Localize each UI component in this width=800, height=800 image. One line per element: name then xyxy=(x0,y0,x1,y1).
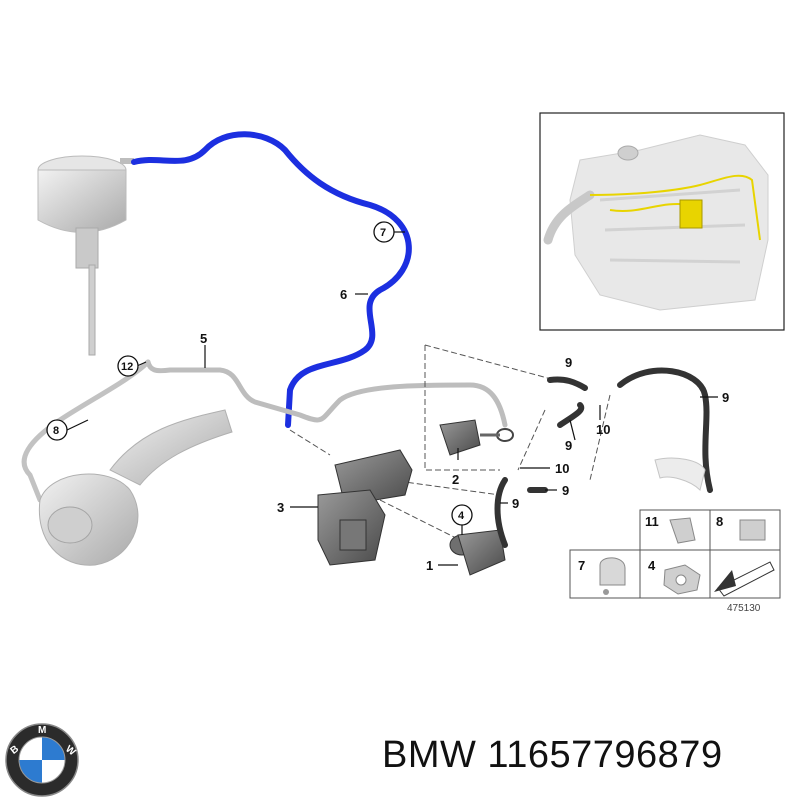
legend-label-11: 11 xyxy=(645,514,659,529)
highlighted-hose-6 xyxy=(131,131,412,428)
callout-2: 2 xyxy=(452,472,459,487)
legend-label-4: 4 xyxy=(648,558,656,573)
fastener-legend: 11 8 7 4 xyxy=(569,509,781,599)
callout-3: 3 xyxy=(277,500,284,515)
engine-inset xyxy=(539,112,785,331)
legend-label-8: 8 xyxy=(716,514,723,529)
callout-9-top: 9 xyxy=(565,355,572,370)
callout-9-right: 9 xyxy=(722,390,729,405)
screw-icon xyxy=(603,589,609,595)
callout-10-top: 10 xyxy=(596,422,610,437)
callout-lines xyxy=(66,231,718,566)
callout-8-circled: 8 xyxy=(46,419,68,441)
hose-5 xyxy=(145,359,508,428)
callout-7-circled: 7 xyxy=(373,221,395,243)
callout-5: 5 xyxy=(200,331,207,346)
callout-1: 1 xyxy=(426,558,433,573)
callout-9-lower: 9 xyxy=(562,483,569,498)
part-number-caption: BMW 11657796879 xyxy=(382,734,723,776)
clip-11-icon xyxy=(669,517,696,544)
clamp-7-icon xyxy=(599,557,626,586)
callout-6: 6 xyxy=(340,287,347,302)
callout-9-bottom: 9 xyxy=(512,496,519,511)
callout-4-circled: 4 xyxy=(451,504,473,526)
turbo-assembly xyxy=(38,409,233,566)
svg-text:7: 7 xyxy=(380,227,386,239)
sensor-2 xyxy=(439,419,514,456)
black-hoses-9 xyxy=(494,367,713,548)
solenoid-valve-3 xyxy=(317,449,413,566)
bmw-logo: B M W xyxy=(5,723,79,797)
svg-text:4: 4 xyxy=(458,510,465,522)
vacuum-canister xyxy=(37,155,134,356)
clip-8-icon xyxy=(739,519,766,541)
hose-fitting-grey xyxy=(654,457,706,491)
reference-number: 475130 xyxy=(727,603,761,614)
pressure-converter-1 xyxy=(449,529,506,576)
direction-arrow-icon xyxy=(714,561,775,597)
callout-10-lower: 10 xyxy=(555,461,569,476)
legend-label-7: 7 xyxy=(578,558,585,573)
callout-12-circled: 12 xyxy=(117,355,139,377)
callout-9-mid: 9 xyxy=(565,438,572,453)
svg-text:8: 8 xyxy=(53,425,59,437)
svg-text:M: M xyxy=(38,725,46,736)
svg-text:12: 12 xyxy=(121,361,133,373)
